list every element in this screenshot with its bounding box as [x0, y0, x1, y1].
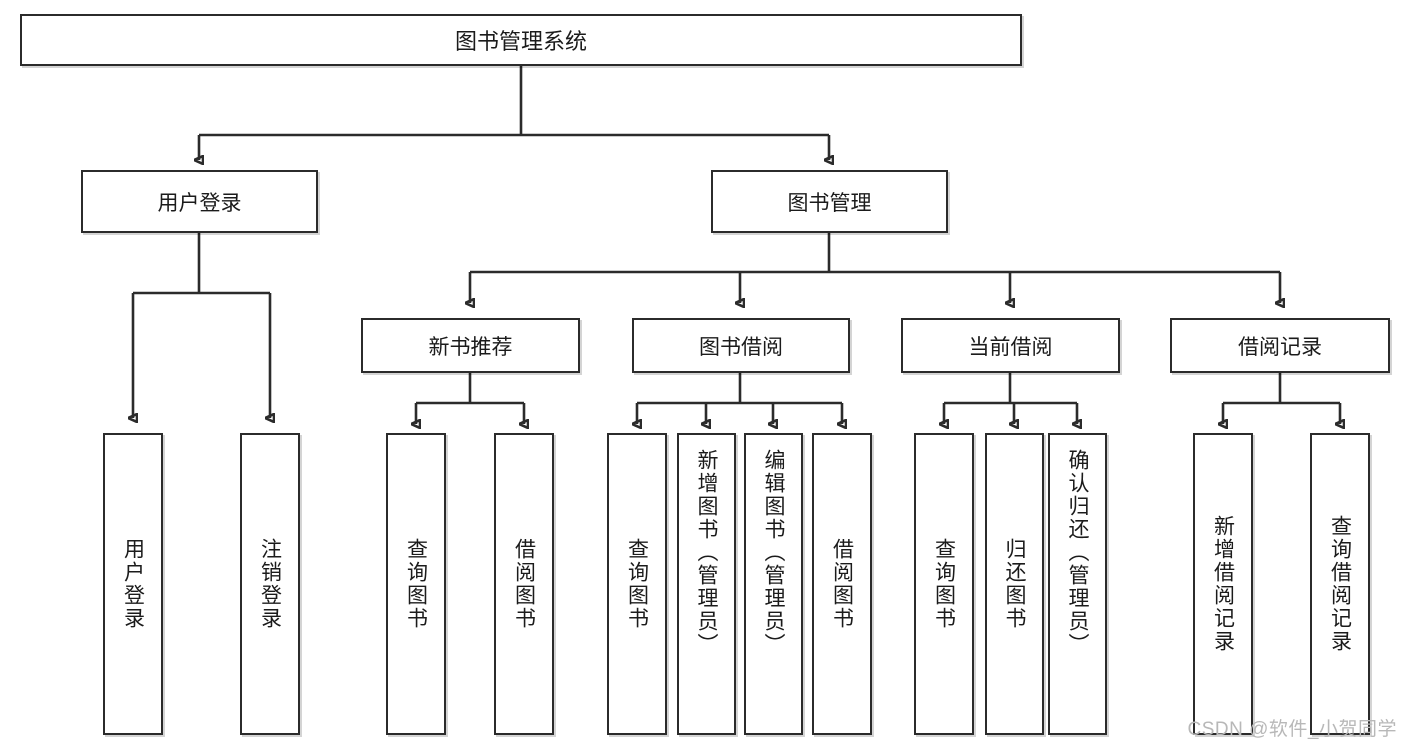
leaf-borrow-book-recommend[interactable]: 借阅图书 — [494, 433, 554, 735]
node-label: 新增图书（管理员） — [695, 449, 718, 656]
leaf-borrow-book[interactable]: 借阅图书 — [812, 433, 872, 735]
node-label: 图书管理 — [787, 191, 872, 215]
node-root-book-management-system[interactable]: 图书管理系统 — [20, 14, 1022, 66]
node-user-login[interactable]: 用户登录 — [81, 170, 318, 233]
leaf-add-book-admin[interactable]: 新增图书（管理员） — [677, 433, 736, 735]
node-label: 查询图书 — [932, 538, 956, 630]
node-label: 查询借阅记录 — [1328, 515, 1352, 653]
node-label: 图书管理系统 — [454, 29, 587, 54]
leaf-query-book-borrow[interactable]: 查询图书 — [607, 433, 667, 735]
node-new-book-recommend[interactable]: 新书推荐 — [361, 318, 580, 373]
node-label: 借阅图书 — [830, 538, 854, 630]
leaf-edit-book-admin[interactable]: 编辑图书（管理员） — [744, 433, 803, 735]
node-label: 用户登录 — [157, 191, 242, 215]
leaf-query-borrow-record[interactable]: 查询借阅记录 — [1310, 433, 1370, 735]
node-label: 查询图书 — [625, 538, 649, 630]
leaf-query-book-recommend[interactable]: 查询图书 — [386, 433, 446, 735]
leaf-user-login[interactable]: 用户登录 — [103, 433, 163, 735]
node-label: 用户登录 — [121, 538, 145, 630]
node-label: 查询图书 — [404, 538, 428, 630]
node-label: 新增借阅记录 — [1211, 515, 1235, 653]
leaf-add-borrow-record[interactable]: 新增借阅记录 — [1193, 433, 1253, 735]
node-label: 编辑图书（管理员） — [762, 449, 785, 656]
node-label: 确认归还（管理员） — [1066, 449, 1089, 656]
leaf-query-book-current[interactable]: 查询图书 — [914, 433, 974, 735]
node-label: 借阅图书 — [512, 538, 536, 630]
node-label: 归还图书 — [1003, 538, 1026, 630]
node-current-borrow[interactable]: 当前借阅 — [901, 318, 1120, 373]
leaf-return-book[interactable]: 归还图书 — [985, 433, 1044, 735]
node-book-management[interactable]: 图书管理 — [711, 170, 948, 233]
node-label: 新书推荐 — [428, 335, 513, 359]
node-label: 借阅记录 — [1238, 335, 1322, 359]
leaf-confirm-return-admin[interactable]: 确认归还（管理员） — [1048, 433, 1107, 735]
node-label: 注销登录 — [258, 538, 282, 630]
node-book-borrow[interactable]: 图书借阅 — [632, 318, 850, 373]
node-label: 图书借阅 — [699, 335, 783, 359]
node-borrow-record[interactable]: 借阅记录 — [1170, 318, 1390, 373]
leaf-logout[interactable]: 注销登录 — [240, 433, 300, 735]
node-label: 当前借阅 — [968, 335, 1053, 359]
